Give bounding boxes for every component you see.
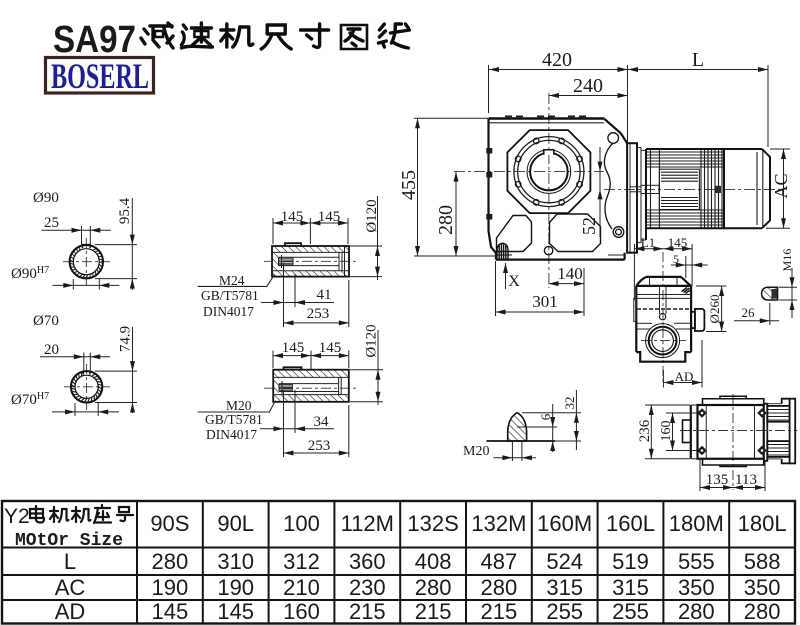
svg-text:160L: 160L: [606, 511, 655, 536]
svg-text:112M: 112M: [341, 511, 394, 536]
svg-text:215: 215: [415, 599, 452, 624]
svg-text:240: 240: [573, 75, 603, 97]
svg-text:6: 6: [538, 413, 553, 420]
svg-text:M20: M20: [463, 444, 489, 459]
svg-text:32: 32: [562, 397, 577, 410]
svg-text:90S: 90S: [150, 511, 189, 536]
svg-text:145: 145: [281, 209, 304, 225]
svg-text:420: 420: [542, 49, 572, 71]
svg-text:MOtOr Size: MOtOr Size: [15, 531, 123, 551]
svg-text:74.9: 74.9: [118, 326, 134, 352]
svg-text:255: 255: [612, 599, 649, 624]
svg-text:145: 145: [319, 340, 342, 356]
svg-text:25: 25: [44, 215, 59, 231]
svg-text:350: 350: [744, 575, 781, 600]
svg-text:GB/T5781: GB/T5781: [201, 288, 259, 303]
svg-text:280: 280: [481, 575, 518, 600]
svg-text:160M: 160M: [537, 511, 592, 536]
svg-text:AC: AC: [55, 575, 86, 600]
svg-text:L: L: [64, 549, 76, 574]
svg-text:Ø120: Ø120: [364, 324, 380, 357]
svg-text:100: 100: [283, 511, 320, 536]
svg-text:140: 140: [557, 264, 583, 283]
svg-text:230: 230: [349, 575, 386, 600]
svg-text:210: 210: [283, 575, 320, 600]
svg-text:350: 350: [678, 575, 715, 600]
svg-text:X: X: [508, 273, 520, 290]
svg-text:DIN4017: DIN4017: [203, 304, 254, 319]
svg-text:215: 215: [481, 599, 518, 624]
svg-text:132S: 132S: [407, 511, 458, 536]
svg-text:408: 408: [415, 549, 452, 574]
svg-text:L: L: [692, 49, 704, 71]
svg-text:280: 280: [744, 599, 781, 624]
svg-text:236: 236: [637, 419, 653, 442]
svg-text:145: 145: [318, 209, 341, 225]
svg-text:253: 253: [308, 438, 331, 454]
svg-text:145: 145: [282, 340, 305, 356]
svg-text:Ø120: Ø120: [364, 199, 380, 232]
svg-text:524: 524: [546, 549, 583, 574]
svg-text:180M: 180M: [669, 511, 724, 536]
svg-text:90L: 90L: [217, 511, 254, 536]
svg-text:34: 34: [314, 414, 330, 430]
svg-text:BOSERL: BOSERL: [51, 56, 149, 96]
svg-text:555: 555: [678, 549, 715, 574]
svg-text:455: 455: [398, 170, 420, 200]
svg-text:GB/T5781: GB/T5781: [205, 412, 263, 427]
svg-text:L1: L1: [641, 235, 655, 250]
svg-text:280: 280: [435, 205, 457, 235]
svg-text:315: 315: [546, 575, 583, 600]
svg-text:215: 215: [349, 599, 386, 624]
svg-text:315: 315: [612, 575, 649, 600]
svg-text:DIN4017: DIN4017: [206, 427, 257, 442]
svg-text:190: 190: [217, 575, 254, 600]
svg-text:Ø70H7: Ø70H7: [11, 391, 49, 408]
svg-text:20: 20: [44, 342, 59, 358]
svg-text:Ø260: Ø260: [707, 295, 722, 324]
svg-text:255: 255: [546, 599, 583, 624]
svg-text:Ø70: Ø70: [33, 313, 59, 329]
svg-text:190: 190: [152, 575, 189, 600]
svg-text:519: 519: [612, 549, 649, 574]
svg-text:280: 280: [152, 549, 189, 574]
svg-text:132M: 132M: [471, 511, 526, 536]
svg-text:180L: 180L: [738, 511, 787, 536]
svg-text:5: 5: [673, 252, 679, 266]
svg-text:M20: M20: [226, 398, 252, 413]
svg-text:95.4: 95.4: [117, 197, 133, 224]
svg-text:280: 280: [415, 575, 452, 600]
svg-text:310: 310: [217, 549, 254, 574]
svg-text:AD: AD: [55, 599, 86, 624]
svg-text:588: 588: [744, 549, 781, 574]
svg-text:113: 113: [735, 472, 757, 488]
svg-text:41: 41: [317, 287, 332, 303]
svg-text:312: 312: [283, 549, 320, 574]
svg-text:Ø90: Ø90: [33, 190, 59, 206]
svg-text:253: 253: [307, 306, 330, 322]
svg-text:26: 26: [742, 305, 756, 320]
svg-text:301: 301: [532, 292, 558, 311]
svg-text:145: 145: [152, 599, 189, 624]
svg-text:280: 280: [678, 599, 715, 624]
svg-text:AC: AC: [771, 173, 791, 198]
svg-text:Y2: Y2: [4, 505, 30, 528]
svg-text:145: 145: [668, 235, 688, 250]
svg-text:487: 487: [481, 549, 518, 574]
svg-text:145: 145: [217, 599, 254, 624]
svg-text:360: 360: [349, 549, 386, 574]
svg-text:160: 160: [659, 421, 674, 442]
svg-text:M16: M16: [780, 249, 794, 272]
svg-text:Ø90H7: Ø90H7: [11, 265, 49, 282]
svg-text:52: 52: [579, 217, 599, 235]
svg-text:160: 160: [283, 599, 320, 624]
svg-text:M24: M24: [219, 273, 245, 288]
svg-text:135: 135: [706, 472, 729, 488]
svg-text:AD: AD: [675, 369, 694, 384]
svg-text:SA97: SA97: [53, 19, 136, 61]
